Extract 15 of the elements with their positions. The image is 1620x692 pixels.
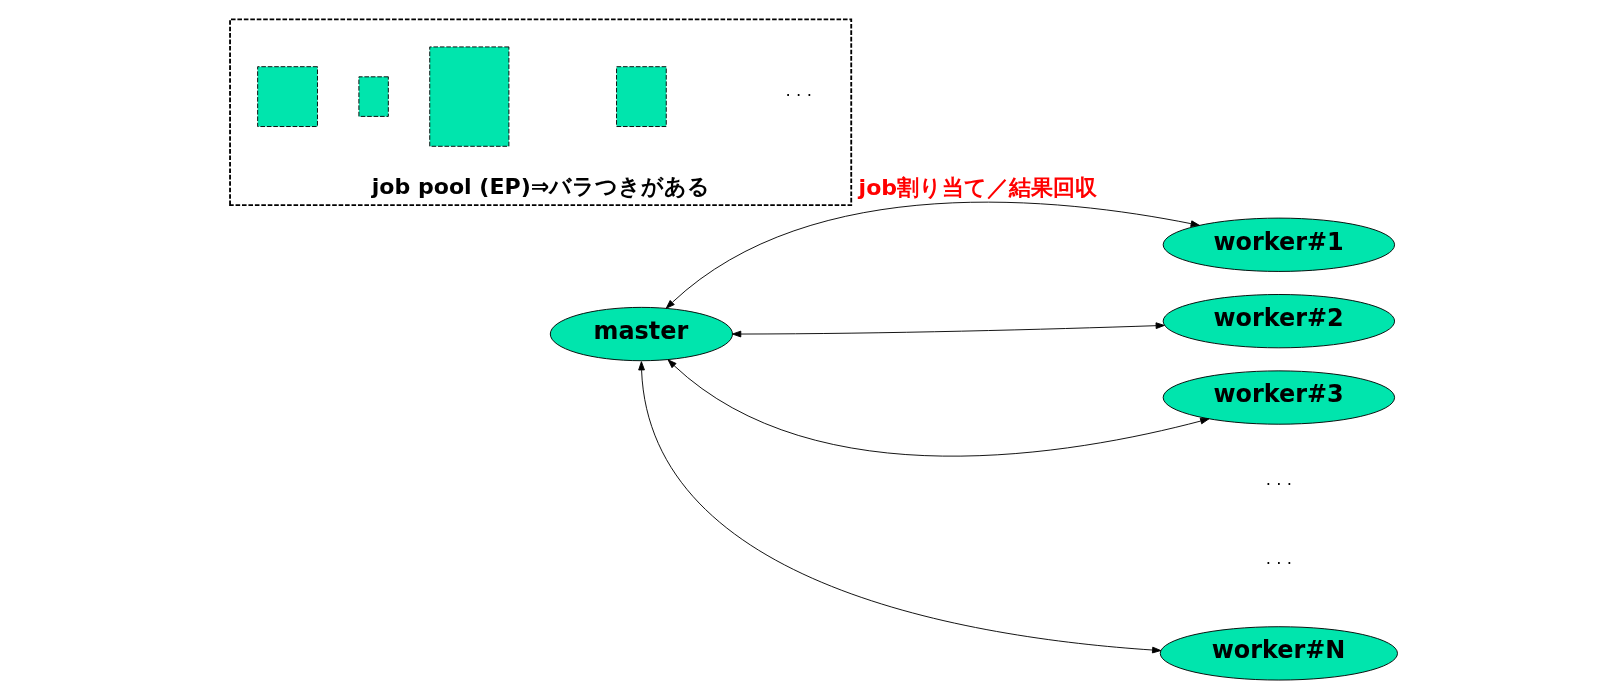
node-ellipse: master <box>549 306 733 362</box>
arrow <box>638 361 1162 654</box>
node-ellipse: worker#2 <box>1162 294 1396 349</box>
arrow <box>667 359 1210 457</box>
node-box <box>358 76 389 117</box>
label: · · · <box>1265 554 1293 574</box>
label: · · · <box>785 85 812 105</box>
edge-label: job割り当て／結果回収 <box>858 175 1098 201</box>
node-ellipse: worker#N <box>1159 626 1398 681</box>
arrow <box>732 322 1165 338</box>
label: · · · <box>1265 474 1293 494</box>
node-box <box>257 66 318 127</box>
arrow <box>665 201 1200 309</box>
node-box <box>429 46 510 147</box>
node-box <box>616 66 667 127</box>
